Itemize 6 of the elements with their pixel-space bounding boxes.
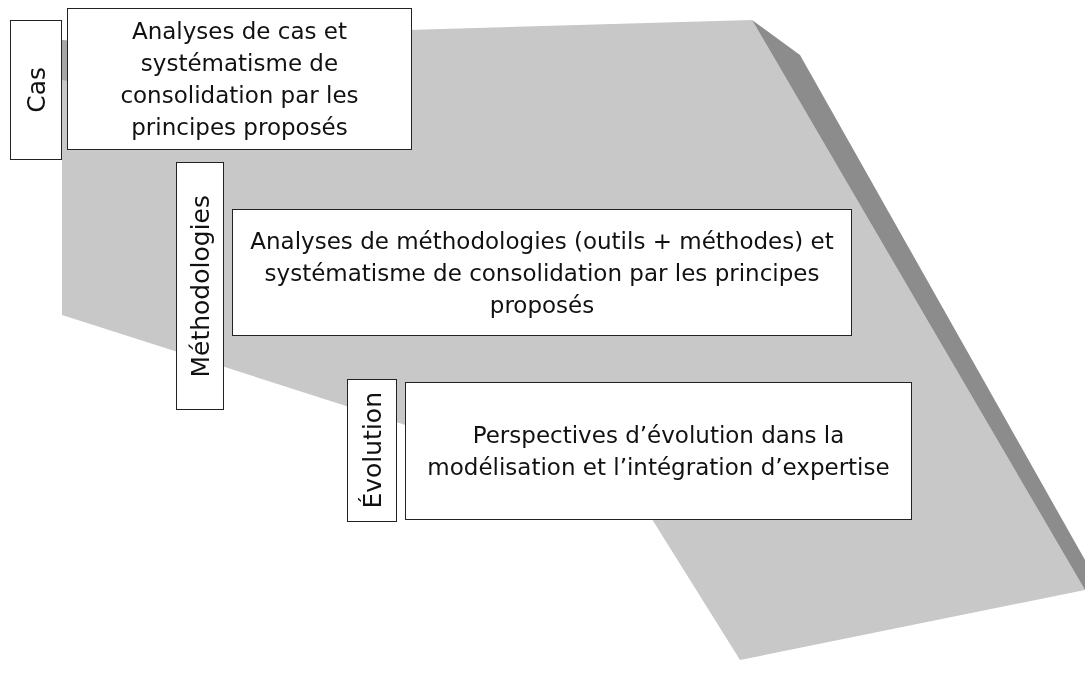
text-box: Analyses de cas et systématisme de consolidation par les principes proposés — [67, 8, 412, 150]
vertical-tab-label: Méthodologies — [176, 162, 224, 410]
vertical-tab-label: Cas — [10, 20, 62, 160]
text-box: Perspectives d’évolution dans la modélisation et l’intégration d’expertise — [405, 382, 912, 520]
text-box: Analyses de méthodologies (outils + méthodes) et systématisme de consolidation par les principes proposés — [232, 209, 852, 336]
vertical-tab-label: Évolution — [347, 379, 397, 522]
